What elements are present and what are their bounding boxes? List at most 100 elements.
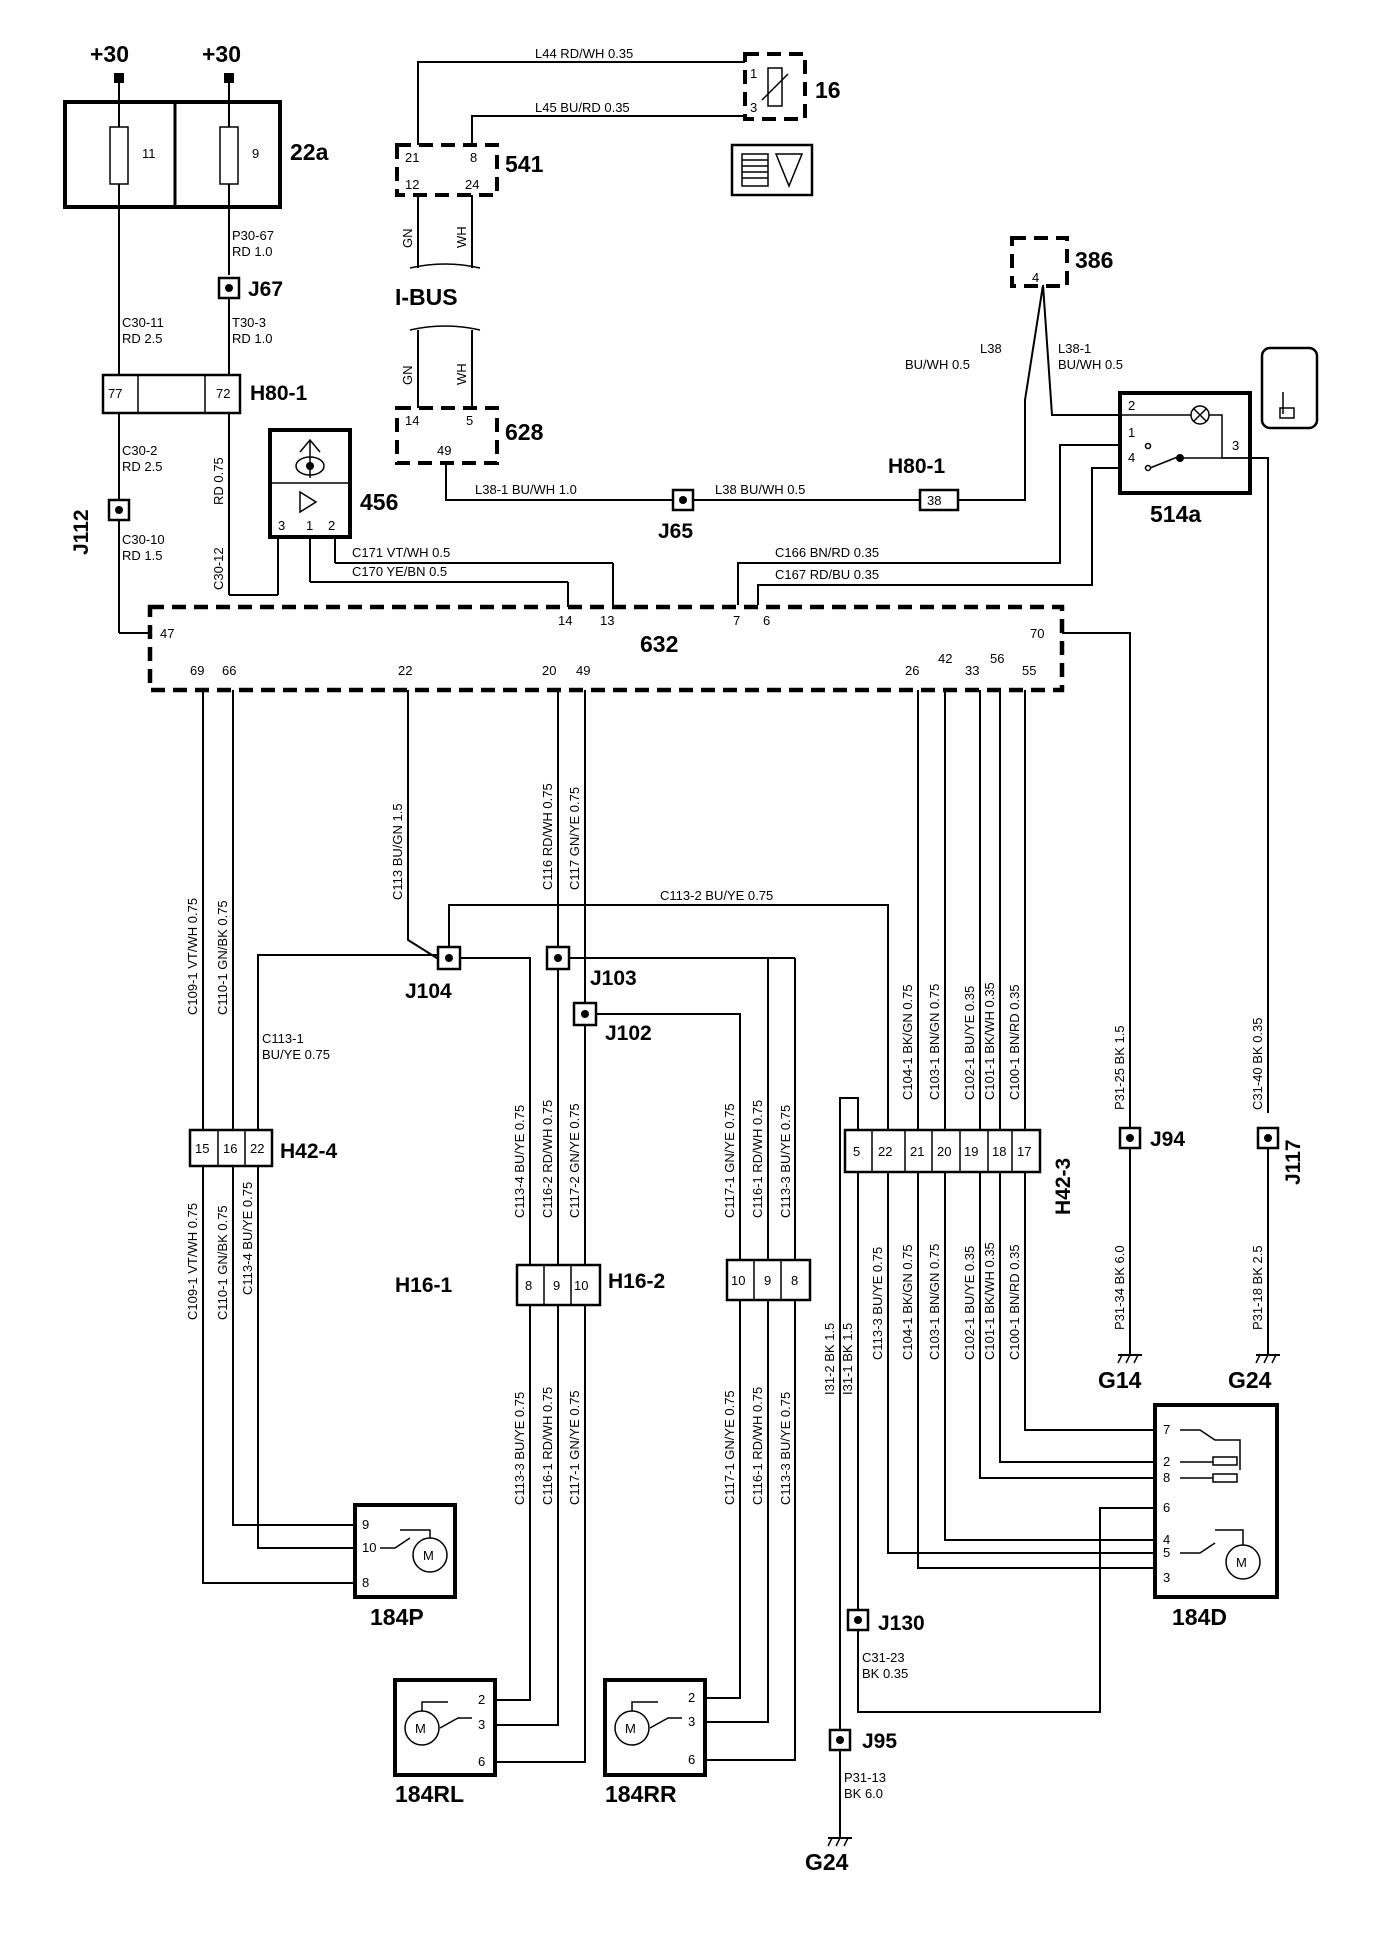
- wire-label: P30-67: [232, 228, 274, 243]
- junction-label: J103: [590, 967, 637, 990]
- pin-label: 3: [750, 100, 757, 115]
- component-label: 514a: [1150, 501, 1201, 527]
- junction-label: J94: [1150, 1128, 1185, 1151]
- wire-label: C116-1 RD/WH 0.75: [540, 1387, 555, 1505]
- pin-label: 18: [992, 1144, 1006, 1159]
- junction-label: J67: [248, 278, 283, 301]
- pin-label: 21: [405, 150, 419, 165]
- junction-label: J104: [405, 980, 452, 1003]
- pin-label: 13: [600, 613, 614, 628]
- connector-h16-2: 10 9 8 H16-2: [608, 1258, 812, 1302]
- pin-label: 5: [853, 1144, 860, 1159]
- junction-j117: J117: [1256, 1126, 1305, 1185]
- wire-label: C113-3 BU/YE 0.75: [778, 1105, 793, 1218]
- wire-label: I31-2 BK 1.5: [822, 1323, 837, 1395]
- wire-label: RD 2.5: [122, 459, 162, 474]
- component-514a-switch: 2 1 4 3 514a: [1118, 391, 1252, 527]
- pin-label: 1: [1128, 425, 1135, 440]
- component-386: 4 386: [1010, 236, 1113, 288]
- ground-g24-bottom: G24: [805, 1837, 852, 1875]
- wire-label: C113-3 BU/YE 0.75: [778, 1392, 793, 1505]
- wire-label: GN: [400, 366, 415, 386]
- pin-label: 6: [478, 1754, 485, 1769]
- component-label: 386: [1075, 247, 1113, 273]
- pin-label: 2: [1163, 1454, 1170, 1469]
- wire-label: L38: [980, 341, 1002, 356]
- wire-label: C30-12: [211, 547, 226, 590]
- wire-label: C113-4 BU/YE 0.75: [240, 1182, 255, 1295]
- pin-label: 20: [937, 1144, 951, 1159]
- wire-label: L45 BU/RD 0.35: [535, 100, 630, 115]
- connector-label: H16-1: [395, 1274, 453, 1297]
- wire-label: C166 BN/RD 0.35: [775, 545, 879, 560]
- component-label: +30: [202, 41, 241, 67]
- component-label: 184RL: [395, 1781, 464, 1807]
- ground-label: G24: [805, 1849, 849, 1875]
- wire-label: C102-1 BU/YE 0.35: [962, 986, 977, 1100]
- ground-label: G14: [1098, 1367, 1142, 1393]
- pin-label: 15: [195, 1141, 209, 1156]
- junction-j112: J112: [70, 498, 131, 555]
- junction-j65: J65: [658, 488, 695, 543]
- connector-label: H42-3: [1052, 1158, 1075, 1215]
- wire-label: C117 GN/YE 0.75: [567, 787, 582, 890]
- pin-label: 10: [362, 1540, 376, 1555]
- ground-g24-right: G24: [1228, 1354, 1280, 1393]
- wire-label: C104-1 BK/GN 0.75: [900, 984, 915, 1100]
- pin-label: 6: [1163, 1500, 1170, 1515]
- motor-symbol: M: [415, 1721, 426, 1736]
- connector-label: H80-1: [250, 382, 308, 405]
- wire-label: BK 6.0: [844, 1786, 883, 1801]
- component-label: 184RR: [605, 1781, 677, 1807]
- bus-label: I-BUS: [395, 284, 458, 310]
- pin-label: 70: [1030, 626, 1044, 641]
- pin-label: 8: [362, 1575, 369, 1590]
- wire-label: C116-2 RD/WH 0.75: [540, 1100, 555, 1218]
- motor-symbol: M: [625, 1721, 636, 1736]
- junction-label: J65: [658, 520, 693, 543]
- pin-label: 4: [1163, 1532, 1170, 1547]
- power-plus30-right: +30: [202, 41, 241, 127]
- wire-label: C102-1 BU/YE 0.35: [962, 1246, 977, 1360]
- wire-label: C116-1 RD/WH 0.75: [750, 1387, 765, 1505]
- component-label: 184P: [370, 1604, 424, 1630]
- pin-label: 24: [465, 177, 479, 192]
- pin-label: 1: [306, 518, 313, 533]
- pin-label: 66: [222, 663, 236, 678]
- wire-label: L44 RD/WH 0.35: [535, 46, 633, 61]
- motor-symbol: M: [1236, 1555, 1247, 1570]
- pin-label: 69: [190, 663, 204, 678]
- pin-label: 38: [927, 493, 941, 508]
- fuse-box-22a: 11 9 22a: [63, 100, 329, 209]
- wire-label: WH: [454, 363, 469, 385]
- wire-label: C31-40 BK 0.35: [1250, 1017, 1265, 1110]
- wire-label: C104-1 BK/GN 0.75: [900, 1244, 915, 1360]
- pin-label: 8: [470, 150, 477, 165]
- wire-label: BK 0.35: [862, 1666, 908, 1681]
- junction-j130: J130: [846, 1608, 925, 1635]
- wire-label: C113-3 BU/YE 0.75: [870, 1247, 885, 1360]
- wire-label: C109-1 VT/WH 0.75: [185, 898, 200, 1015]
- pin-label: 33: [965, 663, 979, 678]
- wire-label: C30-11: [122, 315, 164, 330]
- pin-label: 4: [1128, 450, 1135, 465]
- junction-label: J130: [878, 1612, 925, 1635]
- pin-label: 14: [558, 613, 572, 628]
- pin-label: 49: [576, 663, 590, 678]
- wire-label: GN: [400, 229, 415, 249]
- power-plus30-left: +30: [90, 41, 129, 127]
- component-label: 632: [640, 631, 678, 657]
- wire-label: P31-13: [844, 1770, 886, 1785]
- connector-h42-4: 15 16 22 H42-4: [188, 1128, 338, 1168]
- wire-label: T30-3: [232, 315, 266, 330]
- component-label: 628: [505, 419, 544, 445]
- pin-label: 14: [405, 413, 419, 428]
- ground-g14: G14: [1098, 1354, 1142, 1393]
- wire-label: RD 1.5: [122, 548, 162, 563]
- wire-label: C116-1 RD/WH 0.75: [750, 1100, 765, 1218]
- pin-label: 2: [688, 1690, 695, 1705]
- wire-label: P31-18 BK 2.5: [1250, 1245, 1265, 1330]
- pin-label: 2: [328, 518, 335, 533]
- wire-label: P31-25 BK 1.5: [1112, 1025, 1127, 1110]
- wire-label: C101-1 BK/WH 0.35: [982, 1242, 997, 1360]
